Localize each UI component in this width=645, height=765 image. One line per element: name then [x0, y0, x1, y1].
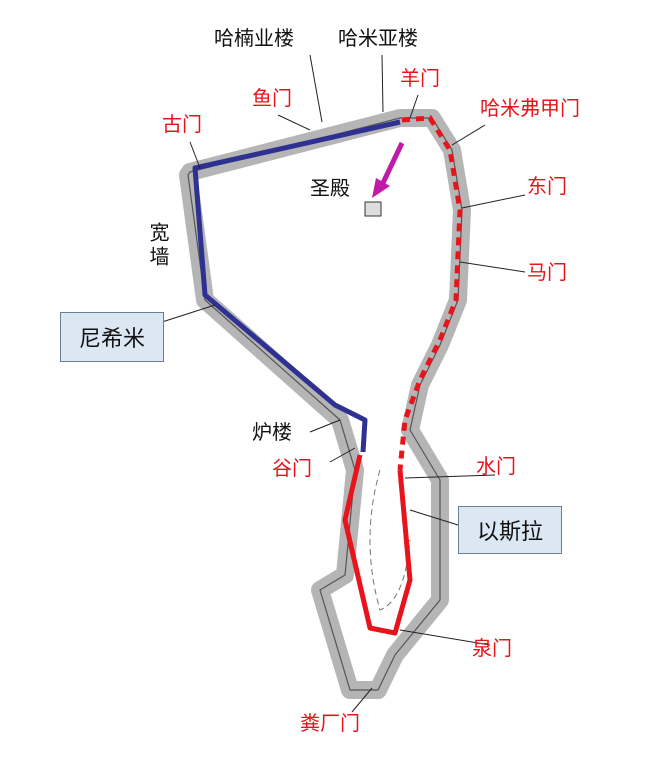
- label-dung-gate: 粪厂门: [300, 711, 360, 735]
- leader-lines: [161, 54, 526, 713]
- label-ovens-tower: 炉楼: [252, 420, 292, 444]
- label-broad-wall: 宽墙: [146, 222, 170, 270]
- label-old-gate: 古门: [162, 112, 202, 136]
- label-fountain-gate: 泉门: [472, 636, 512, 660]
- ezra-route-dotted: [397, 115, 463, 471]
- label-water-gate: 水门: [476, 454, 516, 478]
- label-hammeah-tower: 哈米亚楼: [338, 26, 418, 50]
- label-temple: 圣殿: [310, 176, 350, 200]
- label-hananel-tower: 哈楠业楼: [214, 26, 294, 50]
- temple-building: [364, 201, 382, 217]
- label-valley-gate: 谷门: [272, 456, 312, 480]
- city-walls: [179, 109, 471, 699]
- label-east-gate: 东门: [527, 174, 567, 198]
- label-miphkad-gate: 哈米弗甲门: [480, 96, 580, 120]
- arrow-to-temple: [372, 141, 405, 198]
- label-horse-gate: 马门: [527, 260, 567, 284]
- label-nehemiah: 尼希米: [60, 312, 164, 362]
- ezra-route-solid: [342, 454, 413, 636]
- label-ezra: 以斯拉: [458, 506, 562, 554]
- label-fish-gate: 鱼门: [252, 86, 292, 110]
- label-sheep-gate: 羊门: [400, 66, 440, 90]
- nehemiah-route: [192, 119, 401, 453]
